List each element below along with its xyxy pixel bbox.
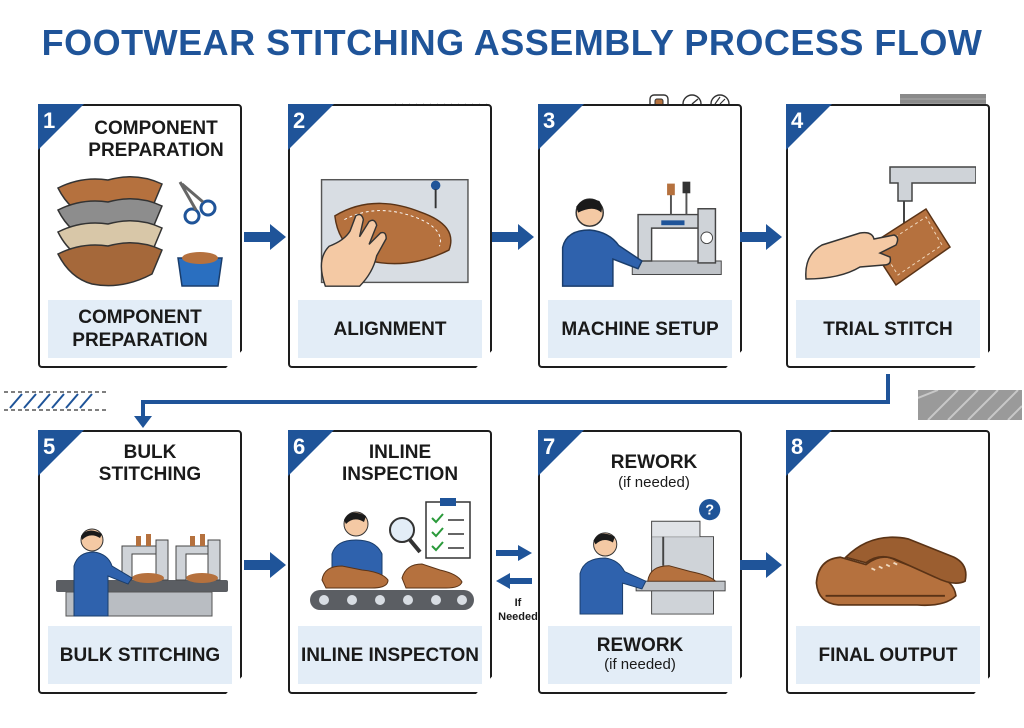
- loop-arrow-right: [496, 545, 532, 561]
- rework-illustration: ?: [579, 498, 726, 615]
- step-label: ALIGNMENT: [298, 300, 482, 358]
- leather-swatch-icon: [868, 207, 952, 287]
- step-card-7: 7 REWORK (if needed) ? REWORK (if needed…: [538, 430, 742, 694]
- alignment-illustration: [320, 178, 469, 287]
- hand-icon: [320, 213, 387, 287]
- step-number: 1: [43, 108, 56, 133]
- step-label: FINAL OUTPUT: [796, 626, 980, 684]
- inspection-illustration: [310, 498, 474, 610]
- step-number: 3: [543, 108, 556, 133]
- step-card-3: 3 MACHINE SETUP: [538, 104, 742, 368]
- parts-bin-icon: [177, 252, 223, 287]
- step-number: 6: [293, 434, 306, 459]
- shoe-icon: [321, 563, 463, 589]
- hand-icon: [805, 231, 899, 280]
- step-card-8: 8 FINAL OUTPUT: [786, 430, 990, 694]
- svg-text:?: ?: [705, 502, 714, 518]
- step-card-6: 6 INLINE INSPECTION INLINE INSPECTO: [288, 430, 492, 694]
- bulk-stitching-illustration: [56, 528, 228, 617]
- step-label-main: REWORK: [596, 635, 684, 656]
- step-heading: COMPONENT PREPARATION: [88, 118, 224, 161]
- step-label-sub: (if needed): [604, 656, 676, 673]
- step-label: REWORK (if needed): [548, 626, 732, 684]
- leather-layers-icon: [56, 176, 223, 287]
- flow-arrow-right: [492, 224, 534, 250]
- sewing-machine-icon: [121, 534, 221, 583]
- flow-arrow-right: [740, 552, 782, 578]
- flow-arrow-right: [244, 224, 286, 250]
- texture-swatch-decoration: [918, 390, 1022, 420]
- conveyor-icon: [310, 590, 474, 610]
- magnifier-icon: [389, 517, 422, 554]
- sewing-machine-icon: [635, 520, 726, 615]
- shoe-icon: [647, 565, 717, 582]
- step-card-1: 1 COMPONENT PREPARATION COMPONENT PREPAR…: [38, 104, 242, 368]
- question-icon: ?: [699, 498, 721, 521]
- step-label: COMPONENT PREPARATION: [48, 300, 232, 358]
- step-number: 5: [43, 434, 56, 459]
- page-title: FOOTWEAR STITCHING ASSEMBLY PROCESS FLOW: [41, 22, 983, 63]
- machine-setup-illustration: [561, 181, 722, 287]
- step-number: 8: [791, 434, 804, 459]
- step-heading-sub: (if needed): [618, 474, 690, 491]
- step-heading: REWORK (if needed): [580, 452, 728, 492]
- sewing-machine-icon: [631, 181, 722, 276]
- step-label: BULK STITCHING: [48, 626, 232, 684]
- step-heading: BULK STITCHING: [98, 442, 202, 485]
- shoe-pair-icon: [815, 536, 967, 607]
- loop-label: If Needed: [498, 597, 538, 623]
- step-card-2: 2 ALIGNMENT: [288, 104, 492, 368]
- step-number: 2: [293, 108, 306, 133]
- step-number: 7: [543, 434, 556, 459]
- step-number: 4: [791, 108, 804, 133]
- step-label: TRIAL STITCH: [796, 300, 980, 358]
- step-label: INLINE INSPECTON: [298, 626, 482, 684]
- scissors-icon: [178, 181, 217, 225]
- loop-arrow-left: [496, 573, 532, 589]
- checklist-icon: [425, 498, 471, 559]
- pin-icon: [430, 180, 441, 209]
- flow-arrow-right: [740, 224, 782, 250]
- stitch-pattern-decoration: [4, 391, 106, 411]
- step-label: MACHINE SETUP: [548, 300, 732, 358]
- step-card-5: 5 BULK STITCHING BULK STITCHING: [38, 430, 242, 694]
- needle-icon: [889, 166, 976, 227]
- step-heading: INLINE INSPECTION: [341, 442, 459, 485]
- step-card-4: 4 TRIAL STITCH: [786, 104, 990, 368]
- trial-stitch-illustration: [805, 166, 976, 287]
- operator-icon: [561, 198, 643, 287]
- flow-arrow-right: [244, 552, 286, 578]
- step-heading-main: REWORK: [610, 452, 698, 473]
- operator-icon: [73, 528, 133, 617]
- operator-icon: [579, 532, 647, 615]
